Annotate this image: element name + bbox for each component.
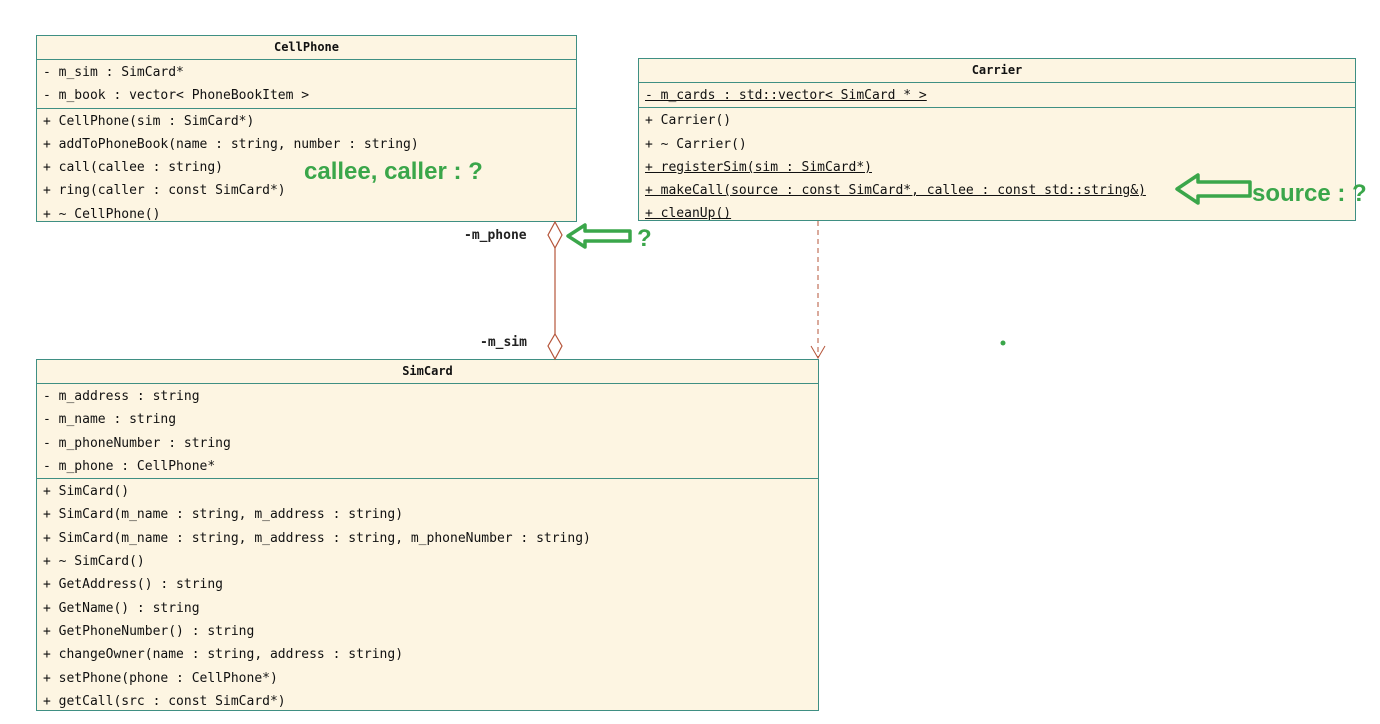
simcard-operations: + SimCard() + SimCard(m_name : string, m… <box>37 478 818 713</box>
cellphone-attributes: - m_sim : SimCard* - m_book : vector< Ph… <box>37 60 576 108</box>
carrier-operation: + makeCall(source : const SimCard*, call… <box>645 183 1146 199</box>
carrier-operation: + registerSim(sim : SimCard*) <box>645 159 872 175</box>
cellphone-operation: + addToPhoneBook(name : string, number :… <box>43 136 419 152</box>
cellphone-operation: + ~ CellPhone() <box>43 206 161 222</box>
simcard-operation: + GetPhoneNumber() : string <box>43 623 255 639</box>
annotation-source: source : ? <box>1252 180 1367 207</box>
simcard-operation: + setPhone(phone : CellPhone*) <box>43 670 278 686</box>
dependency-arrowhead <box>810 345 826 359</box>
annotation-question: ? <box>637 225 652 252</box>
simcard-attribute: - m_name : string <box>43 412 177 428</box>
simcard-operation: + changeOwner(name : string, address : s… <box>43 647 404 663</box>
carrier-operation: + Carrier() <box>645 113 732 129</box>
simcard-operation: + SimCard(m_name : string, m_address : s… <box>43 530 591 546</box>
carrier-operation: + ~ Carrier() <box>645 136 747 152</box>
role-label-m-phone: -m_phone <box>464 228 527 243</box>
simcard-operation: + getCall(src : const SimCard*) <box>43 693 286 709</box>
annotation-arrow-phone <box>566 223 632 249</box>
stray-dot <box>1000 340 1006 346</box>
simcard-operation: + SimCard(m_name : string, m_address : s… <box>43 507 404 523</box>
carrier-operations: + Carrier() + ~ Carrier() + registerSim(… <box>639 107 1355 225</box>
class-cellphone[interactable]: CellPhone - m_sim : SimCard* - m_book : … <box>36 35 577 222</box>
class-carrier[interactable]: Carrier - m_cards : std::vector< SimCard… <box>638 58 1356 221</box>
aggregation-diamond-bottom <box>547 332 563 361</box>
class-simcard-name: SimCard <box>37 360 818 384</box>
cellphone-operations: + CellPhone(sim : SimCard*) + addToPhone… <box>37 107 576 226</box>
simcard-operation: + GetName() : string <box>43 600 200 616</box>
annotation-callee-caller: callee, caller : ? <box>304 158 483 185</box>
cellphone-attribute: - m_sim : SimCard* <box>43 65 184 80</box>
class-carrier-name: Carrier <box>639 59 1355 83</box>
simcard-operation: + GetAddress() : string <box>43 577 224 593</box>
cellphone-operation: + CellPhone(sim : SimCard*) <box>43 113 255 129</box>
class-simcard[interactable]: SimCard - m_address : string - m_name : … <box>36 359 819 711</box>
role-label-m-sim: -m_sim <box>480 335 527 350</box>
simcard-attributes: - m_address : string - m_name : string -… <box>37 384 818 478</box>
class-cellphone-name: CellPhone <box>37 36 576 60</box>
cellphone-operation: + call(callee : string) <box>43 160 224 176</box>
simcard-attribute: - m_phone : CellPhone* <box>43 458 216 474</box>
annotation-arrow-source <box>1175 173 1252 205</box>
simcard-attribute: - m_phoneNumber : string <box>43 435 231 451</box>
simcard-attribute: - m_address : string <box>43 389 200 404</box>
cellphone-operation: + ring(caller : const SimCard*) <box>43 183 286 199</box>
simcard-operation: + ~ SimCard() <box>43 554 145 570</box>
cellphone-attribute: - m_book : vector< PhoneBookItem > <box>43 88 310 104</box>
carrier-attribute: - m_cards : std::vector< SimCard * > <box>645 88 927 103</box>
aggregation-diamond-top <box>547 220 563 250</box>
carrier-attributes: - m_cards : std::vector< SimCard * > <box>639 83 1355 107</box>
carrier-operation: + cleanUp() <box>645 206 732 222</box>
simcard-operation: + SimCard() <box>43 484 130 500</box>
